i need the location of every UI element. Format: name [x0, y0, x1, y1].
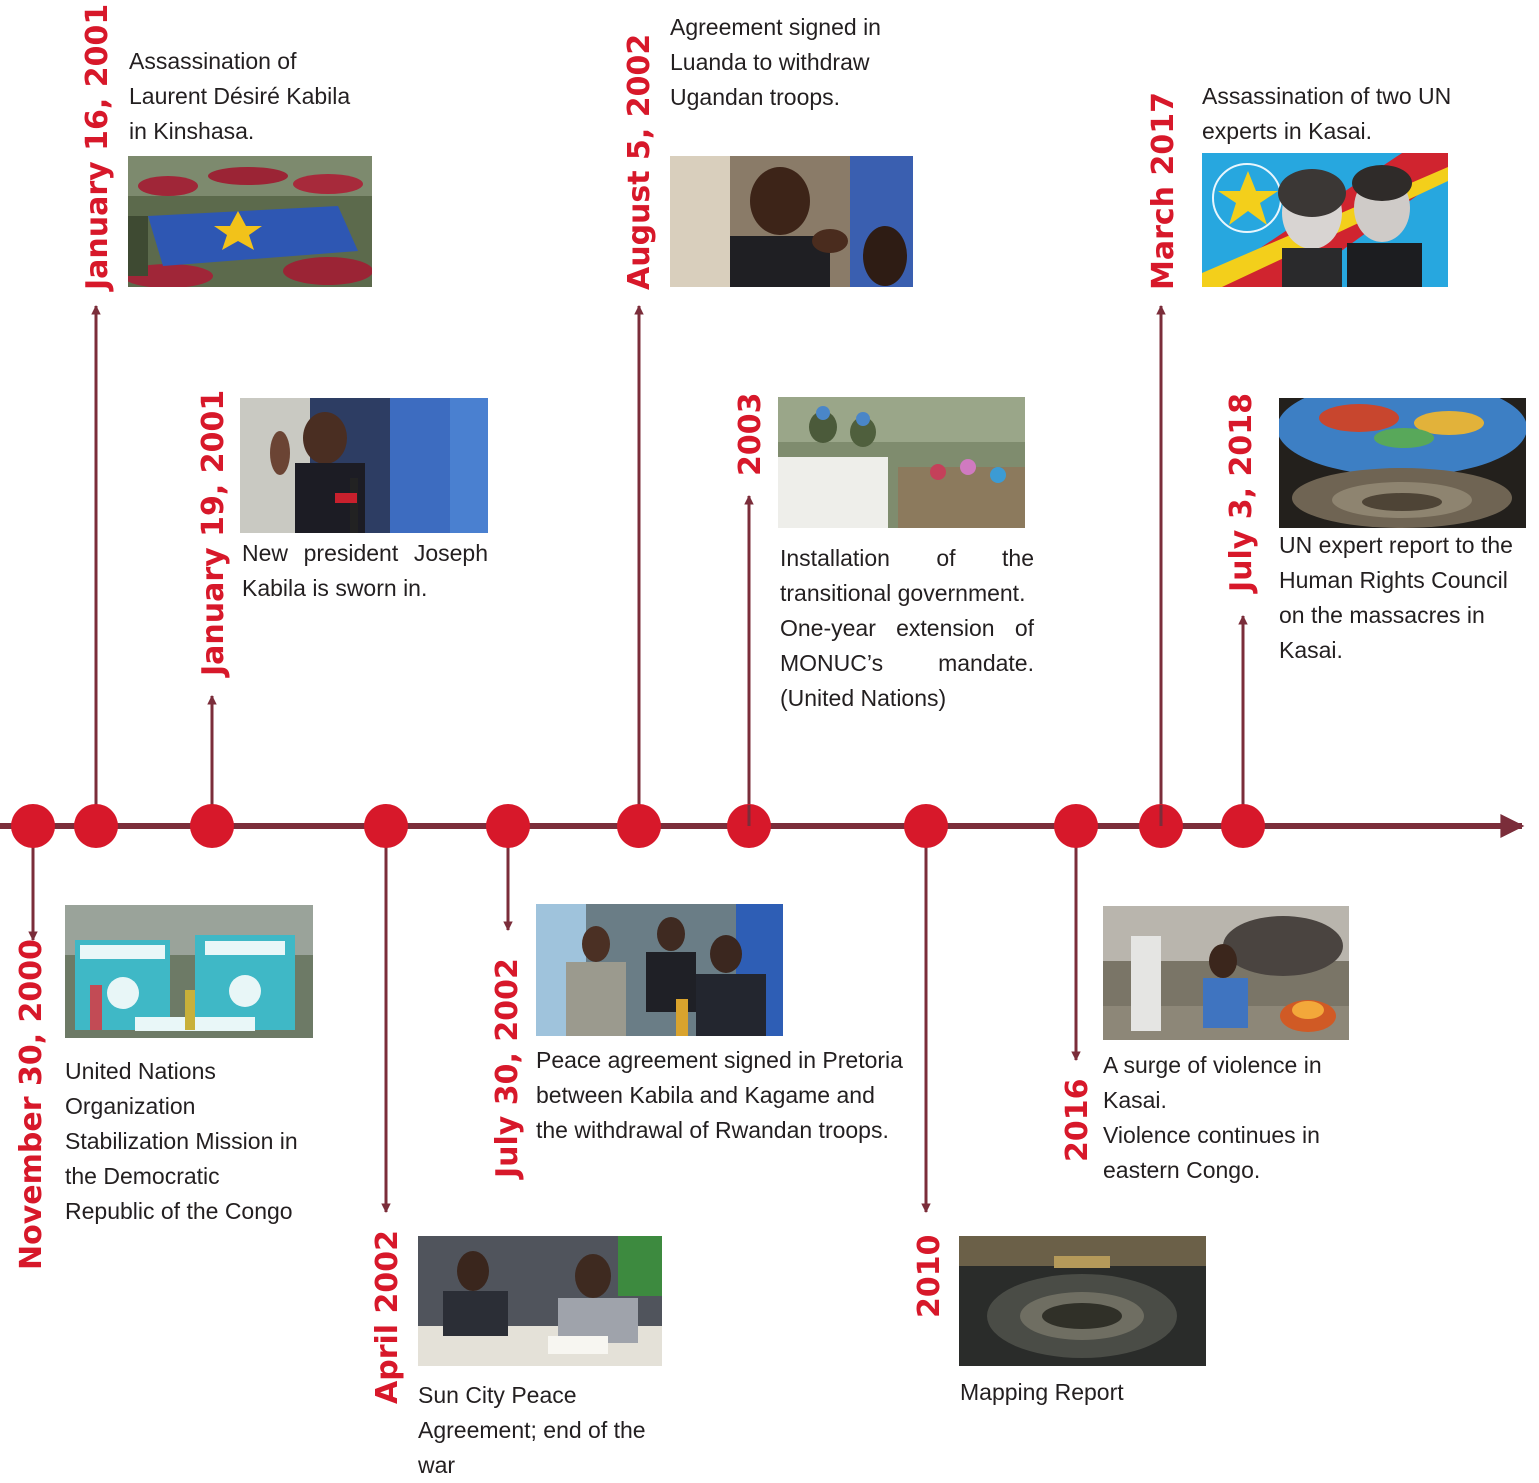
- caption-line: One-year extension of MONUC’s mandate. (…: [780, 615, 1034, 711]
- caption-line: UN expert report to the Human Rights Cou…: [1279, 532, 1513, 663]
- date-label-jul3-2018: July 3, 2018: [1224, 392, 1259, 592]
- dot-aug5-2002: [617, 804, 661, 848]
- date-label-2016: 2016: [1060, 1078, 1095, 1163]
- photo-monusco-gate: [65, 905, 313, 1038]
- dot-2016: [1054, 804, 1098, 848]
- caption-jul3-2018: UN expert report to the Human Rights Cou…: [1279, 528, 1529, 668]
- dot-nov-2000: [11, 804, 55, 848]
- photo-funeral-casket: [128, 156, 372, 287]
- photo-pretoria-handshake: [536, 904, 783, 1036]
- caption-2010: Mapping Report: [960, 1375, 1200, 1410]
- caption-line: Installation of the transitional governm…: [780, 545, 1034, 606]
- date-label-aug5-2002: August 5, 2002: [622, 33, 657, 290]
- photo-luanda-speaker: [670, 156, 913, 287]
- dot-jul30-2002: [486, 804, 530, 848]
- date-label-2003: 2003: [733, 392, 768, 477]
- caption-jul30-2002: Peace agreement signed in Pretoria betwe…: [536, 1043, 906, 1148]
- date-label-jul30-2002: July 30, 2002: [490, 958, 525, 1178]
- date-label-mar-2017: March 2017: [1146, 92, 1181, 290]
- caption-jan16-2001: Assassination of Laurent Désiré Kabila i…: [129, 44, 369, 149]
- caption-line: Violence continues in eastern Congo.: [1103, 1122, 1320, 1183]
- caption-line: A surge of violence in Kasai.: [1103, 1052, 1322, 1113]
- caption-apr-2002: Sun City Peace Agreement; end of the war: [418, 1378, 648, 1483]
- caption-line: New president Joseph Kabila is sworn in.: [242, 540, 488, 601]
- caption-line: Agreement signed in Luanda to withdraw U…: [670, 14, 881, 110]
- caption-line: Assassination of two UN experts in Kasai…: [1202, 83, 1452, 144]
- date-label-2010: 2010: [912, 1234, 947, 1319]
- photo-street-violence: [1103, 906, 1349, 1040]
- date-label-jan16-2001: January 16, 2001: [80, 3, 115, 290]
- caption-mar-2017: Assassination of two UN experts in Kasai…: [1202, 79, 1452, 149]
- photo-un-peacekeepers: [778, 397, 1025, 528]
- caption-jan19-2001: New president Joseph Kabila is sworn in.: [242, 536, 488, 606]
- dot-jan19-2001: [190, 804, 234, 848]
- date-label-jan19-2001: January 19, 2001: [196, 389, 231, 676]
- dot-jan16-2001: [74, 804, 118, 848]
- dot-jul3-2018: [1221, 804, 1265, 848]
- photo-sun-city-signing: [418, 1236, 662, 1366]
- caption-line: United Nations Organization Stabilizatio…: [65, 1058, 298, 1224]
- date-label-apr-2002: April 2002: [370, 1230, 405, 1404]
- photo-security-council: [959, 1236, 1206, 1366]
- photo-human-rights-council: [1279, 398, 1526, 528]
- dot-apr-2002: [364, 804, 408, 848]
- caption-aug5-2002: Agreement signed in Luanda to withdraw U…: [670, 10, 910, 115]
- date-label-nov-2000: November 30, 2000: [14, 938, 49, 1270]
- photo-un-experts-portrait: [1202, 153, 1448, 287]
- caption-2003: Installation of the transitional governm…: [780, 541, 1034, 716]
- caption-line: Assassination of Laurent Désiré Kabila i…: [129, 48, 351, 144]
- caption-line: Sun City Peace Agreement; end of the war: [418, 1382, 646, 1478]
- caption-nov-2000: United Nations Organization Stabilizatio…: [65, 1054, 315, 1229]
- caption-2016: A surge of violence in Kasai. Violence c…: [1103, 1048, 1373, 1188]
- dot-2010: [904, 804, 948, 848]
- caption-line: Peace agreement signed in Pretoria betwe…: [536, 1047, 903, 1143]
- photo-swearing-in: [240, 398, 488, 533]
- caption-line: Mapping Report: [960, 1379, 1124, 1405]
